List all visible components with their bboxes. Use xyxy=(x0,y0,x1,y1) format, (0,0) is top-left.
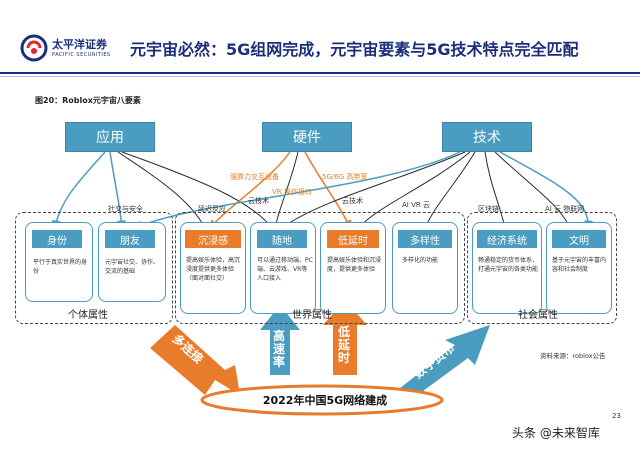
element-immersion-desc: 提高娱乐体验，高沉浸度提供更多体验（面对面社交） xyxy=(186,257,241,282)
link-label-bandwidth: 5G/6G 高带宽 xyxy=(322,173,368,181)
element-civilization-desc: 基于元宇宙的丰富内容和社会制度 xyxy=(552,257,607,273)
page-number: 23 xyxy=(612,412,621,420)
arrow-low-latency xyxy=(323,300,367,375)
element-identity-desc: 平行于真实世界的身份 xyxy=(33,259,88,275)
element-friend-desc: 元宇宙社交、协作、交流的基础 xyxy=(105,259,160,275)
figure-title: 图20：Roblox元宇宙八要素 xyxy=(35,96,141,105)
element-immersion-label: 沉浸感 xyxy=(198,235,228,247)
arrow-high-speed xyxy=(260,305,300,375)
link-tech-civilization xyxy=(494,151,571,229)
link-label-interaction-device: 强算力交互设备 xyxy=(230,173,279,181)
arrow-high-speed-label: 高速率 xyxy=(273,329,286,369)
link-hw-immersion xyxy=(209,151,291,230)
watermark: 头条 @未来智库 xyxy=(512,426,600,440)
element-economy-label: 经济系统 xyxy=(487,235,527,247)
node-application-label: 应用 xyxy=(96,130,124,146)
foundation-ellipse xyxy=(200,384,444,416)
company-logo: 太平洋证券 PACIFIC SECURITIES xyxy=(20,28,130,68)
element-economy-desc: 畅通稳定的货币体系，打通元宇宙的各类功能 xyxy=(478,257,539,273)
header-divider-thin xyxy=(0,76,640,77)
group-world-name: 世界属性 xyxy=(292,310,332,321)
link-label-ai-vr-cloud: AI VR 云 xyxy=(402,201,430,209)
element-low-latency: 低延时 xyxy=(327,230,379,248)
node-technology: 技术 xyxy=(442,122,532,152)
link-label-vr-interface: VR 操作接口 xyxy=(272,188,312,196)
arrow-digital-currency xyxy=(395,325,490,402)
link-app-friend xyxy=(109,151,126,230)
group-individual-name: 个体属性 xyxy=(68,310,108,321)
element-identity-label: 身份 xyxy=(47,235,67,247)
link-app-identity xyxy=(51,151,106,230)
element-diversity-label: 多样性 xyxy=(410,235,440,247)
element-anywhere: 随地 xyxy=(257,230,307,248)
element-friend: 朋友 xyxy=(105,230,155,248)
arrow-low-latency-label: 低延时 xyxy=(338,325,351,365)
logo-english-name: PACIFIC SECURITIES xyxy=(52,52,111,58)
element-identity: 身份 xyxy=(32,230,82,248)
link-label-cloud-tech-1: 云技术 xyxy=(248,197,269,205)
header-divider xyxy=(0,72,640,74)
link-app-anywhere xyxy=(121,151,273,229)
node-hardware-label: 硬件 xyxy=(293,130,321,146)
foundation-label: 2022年中国5G网络建成 xyxy=(262,394,388,407)
logo-chinese-name: 太平洋证券 xyxy=(52,38,107,51)
node-hardware: 硬件 xyxy=(262,122,352,152)
link-label-low-latency: 延迟反应 xyxy=(198,205,226,213)
pacific-securities-logo-icon xyxy=(20,34,48,62)
link-tech-economy xyxy=(484,151,507,229)
group-individual xyxy=(15,212,173,324)
link-tech-civ-blue xyxy=(499,151,594,230)
element-anywhere-desc: 可以通过移动端、PC端、云游戏、VR等人口接入 xyxy=(257,257,313,282)
link-hw-anywhere xyxy=(273,151,299,229)
link-label-blockchain: 区块链 xyxy=(478,205,499,213)
element-civilization: 文明 xyxy=(552,230,606,248)
arrow-multi-connection xyxy=(150,325,240,395)
page-title: 元宇宙必然：5G组网完成，元宇宙要素与5G技术特点完全匹配 xyxy=(130,40,579,59)
link-label-cloud-tech-2: 云技术 xyxy=(342,197,363,205)
element-economy: 经济系统 xyxy=(477,230,537,248)
element-low-latency-label: 低延时 xyxy=(338,235,368,247)
element-immersion: 沉浸感 xyxy=(185,230,241,248)
element-anywhere-label: 随地 xyxy=(272,235,292,247)
group-social-name: 社会属性 xyxy=(518,310,558,321)
link-label-ai-cloud-iot: AI 云 物联网 xyxy=(545,205,585,213)
link-tech-diversity xyxy=(424,151,476,229)
node-application: 应用 xyxy=(65,122,155,152)
element-diversity-desc: 多样化的功能 xyxy=(402,257,439,264)
element-friend-label: 朋友 xyxy=(120,235,140,247)
element-civilization-label: 文明 xyxy=(569,235,589,247)
node-technology-label: 技术 xyxy=(473,130,501,146)
source-note: 资料来源：roblox公告 xyxy=(540,352,606,360)
group-social xyxy=(467,212,617,324)
group-world xyxy=(175,212,465,324)
link-tech-latency xyxy=(357,151,471,229)
link-app-immersion xyxy=(117,151,206,229)
link-hw-latency xyxy=(304,151,352,230)
element-diversity: 多样性 xyxy=(398,230,452,248)
link-label-social-security: 社交与安全 xyxy=(108,205,143,213)
element-low-latency-desc: 提高娱乐体验和沉浸度，提供更多体验 xyxy=(327,257,382,273)
link-tech-anywhere xyxy=(281,151,466,229)
